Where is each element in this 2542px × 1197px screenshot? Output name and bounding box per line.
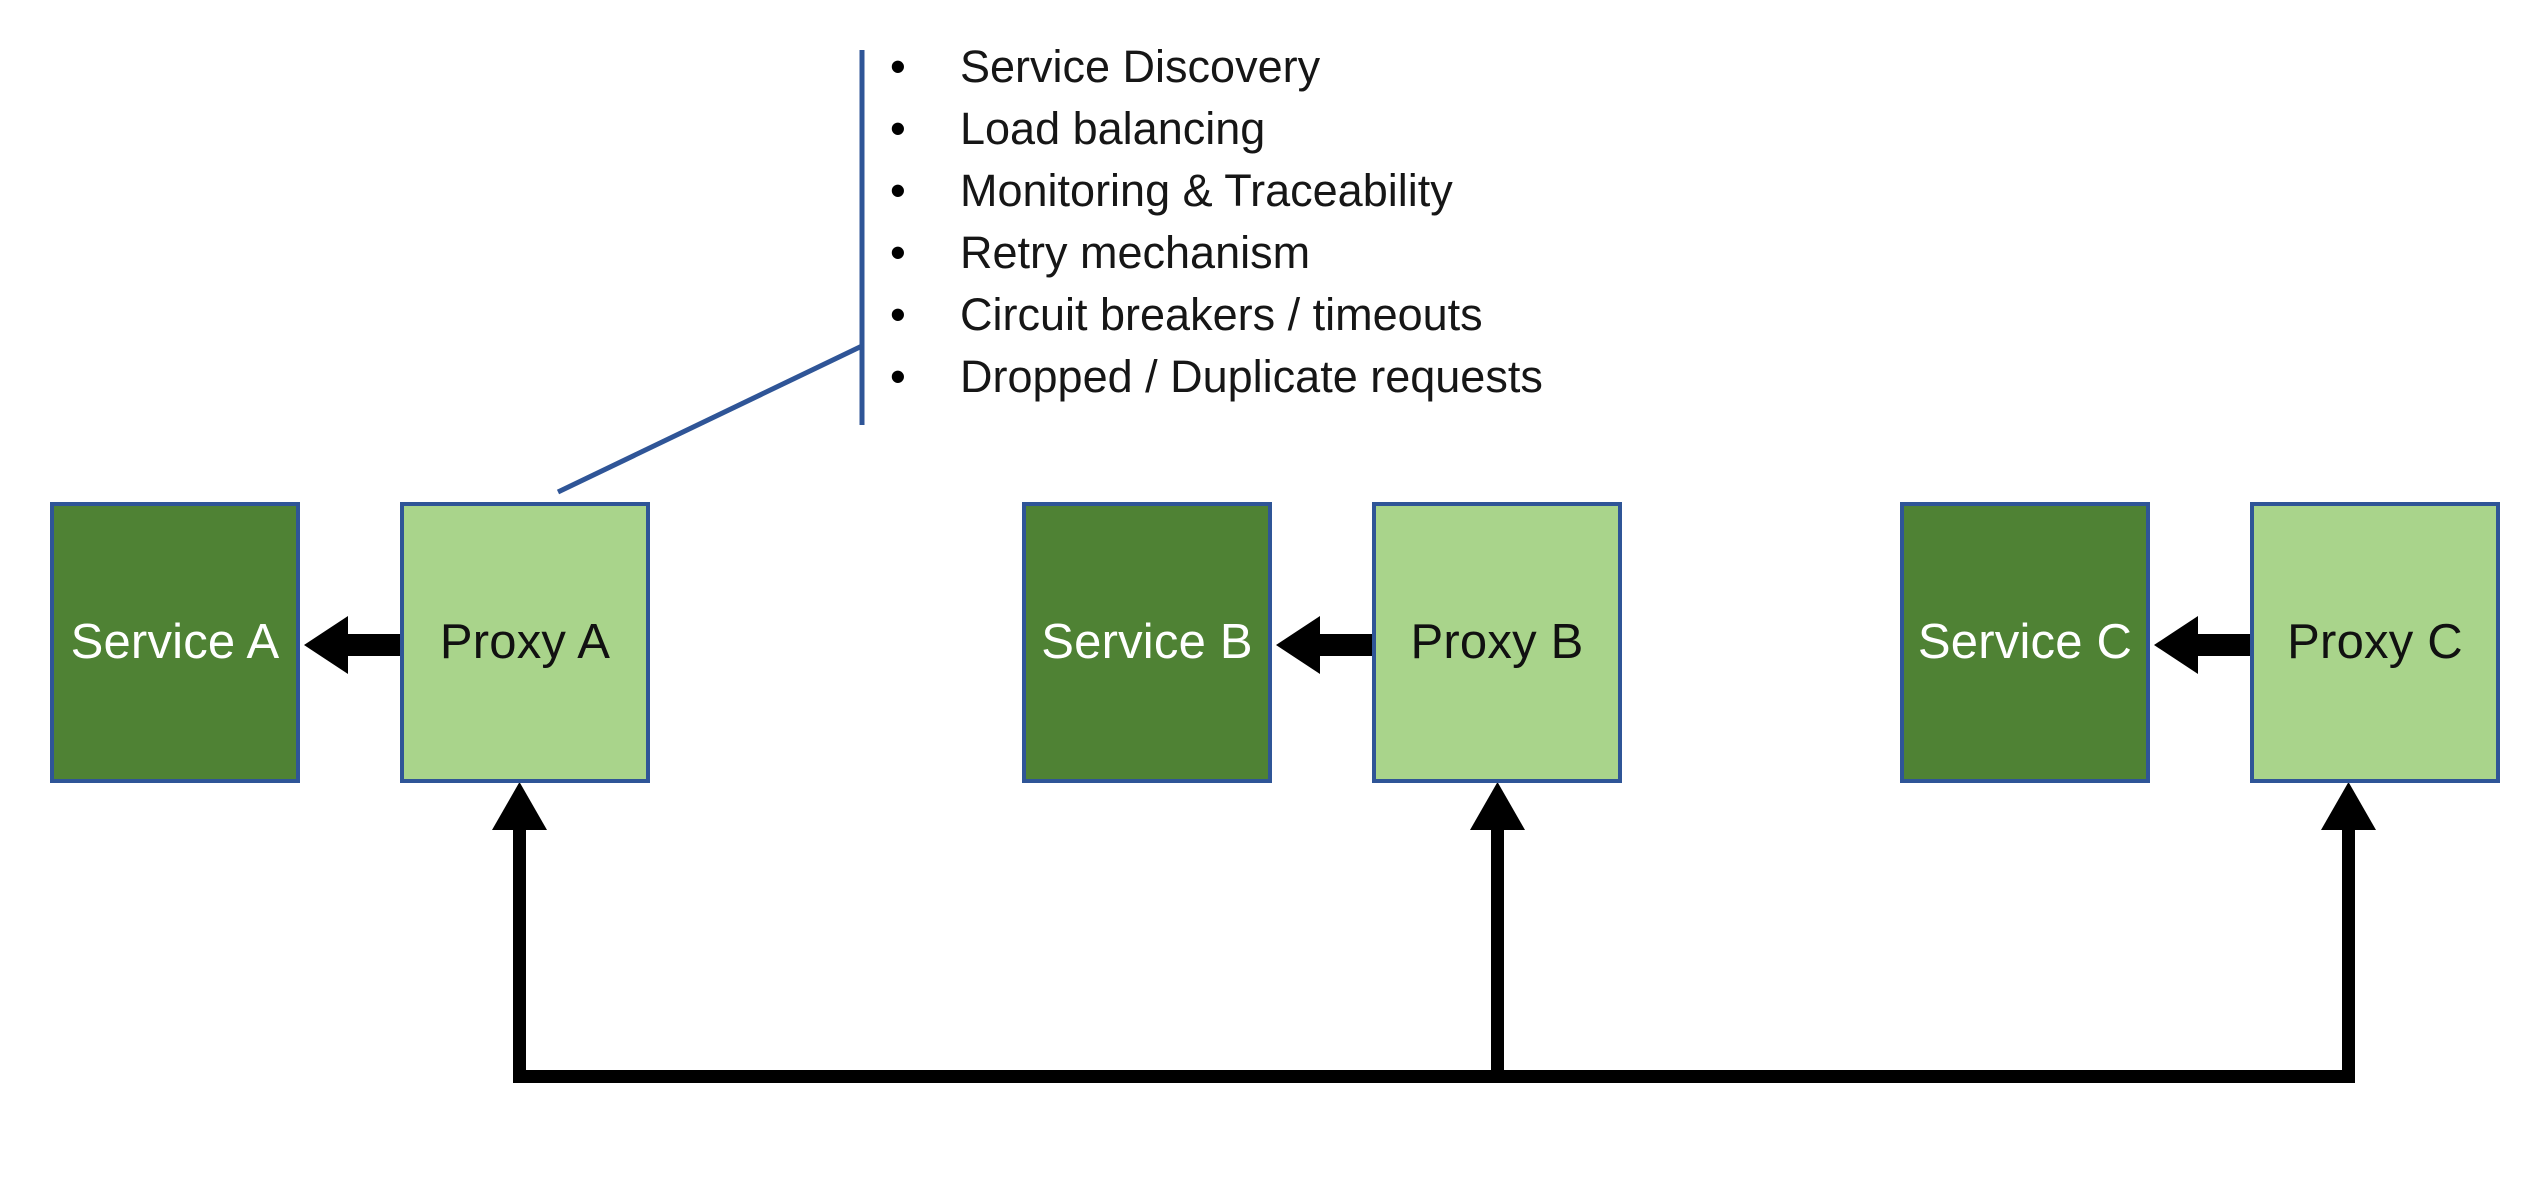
node-label: Service C bbox=[1917, 615, 2133, 669]
proxy-bus-line bbox=[513, 1070, 2355, 1083]
bullet-item-label: Dropped / Duplicate requests bbox=[960, 351, 1543, 402]
bullet-item-label: Service Discovery bbox=[960, 41, 1321, 92]
bullet-item: • Retry mechanism bbox=[878, 222, 2078, 284]
bullet-marker-icon: • bbox=[890, 41, 906, 92]
bullet-item-label: Circuit breakers / timeouts bbox=[960, 289, 1483, 340]
node-proxy-c[interactable]: Proxy C bbox=[2250, 502, 2500, 783]
connector-bus-to-proxy-b bbox=[1470, 782, 1525, 1080]
bullet-item: • Dropped / Duplicate requests bbox=[878, 346, 2078, 408]
bullet-marker-icon: • bbox=[890, 289, 906, 340]
node-label: Proxy B bbox=[1410, 615, 1584, 669]
node-proxy-a[interactable]: Proxy A bbox=[400, 502, 650, 783]
bullet-marker-icon: • bbox=[890, 351, 906, 402]
bullet-item-label: Retry mechanism bbox=[960, 227, 1311, 278]
bullet-item: • Load balancing bbox=[878, 98, 2078, 160]
callout-bullet-list: • Service Discovery • Load balancing • M… bbox=[878, 36, 2078, 408]
bullet-item-label: Monitoring & Traceability bbox=[960, 165, 1453, 216]
bullet-item-label: Load balancing bbox=[960, 103, 1266, 154]
connector-bus-to-proxy-a bbox=[492, 782, 547, 1075]
bullet-marker-icon: • bbox=[890, 227, 906, 278]
node-proxy-b[interactable]: Proxy B bbox=[1372, 502, 1622, 783]
bullet-item: • Service Discovery bbox=[878, 36, 2078, 98]
bullet-marker-icon: • bbox=[890, 165, 906, 216]
bullet-item: • Circuit breakers / timeouts bbox=[878, 284, 2078, 346]
node-label: Service B bbox=[1041, 615, 1253, 669]
bullet-marker-icon: • bbox=[890, 103, 906, 154]
node-service-c[interactable]: Service C bbox=[1900, 502, 2150, 783]
node-label: Proxy A bbox=[439, 615, 611, 669]
node-label: Service A bbox=[70, 615, 280, 669]
node-label: Proxy C bbox=[2287, 615, 2463, 669]
node-service-b[interactable]: Service B bbox=[1022, 502, 1272, 783]
callout-leader-line bbox=[556, 50, 865, 495]
connector-bus-to-proxy-c bbox=[2321, 782, 2376, 1075]
node-service-a[interactable]: Service A bbox=[50, 502, 300, 783]
bullet-item: • Monitoring & Traceability bbox=[878, 160, 2078, 222]
